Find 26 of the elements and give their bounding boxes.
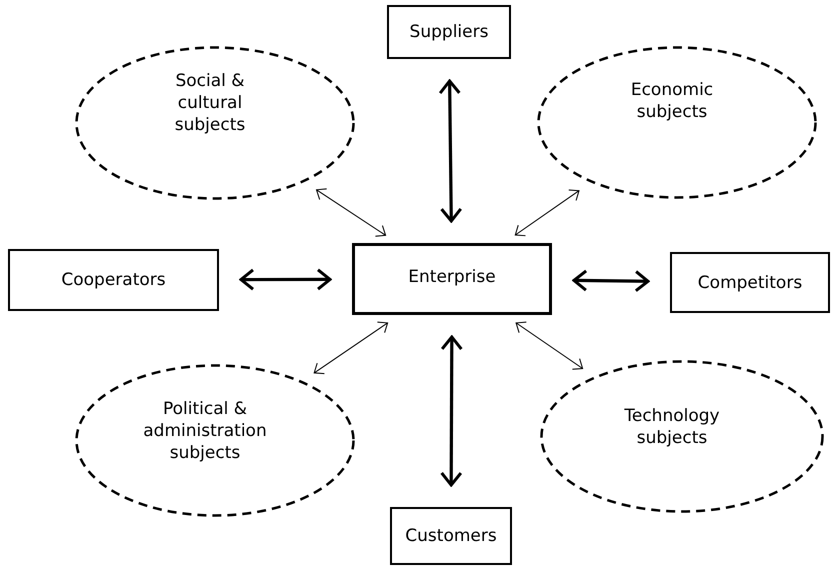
double-arrow xyxy=(440,336,463,486)
node-label: Suppliers xyxy=(408,21,490,43)
central-box xyxy=(352,243,552,315)
double-arrow xyxy=(438,80,462,222)
entity-box xyxy=(8,249,219,311)
node-label: Political & administration subjects xyxy=(142,398,268,464)
entity-box xyxy=(390,507,512,565)
node-label: Social & cultural subjects xyxy=(174,70,246,136)
node-label: Economic subjects xyxy=(630,78,714,122)
dashed-ellipse xyxy=(75,364,355,517)
dashed-ellipse xyxy=(537,46,817,199)
double-arrow xyxy=(514,190,580,236)
dashed-ellipse xyxy=(75,46,355,200)
entity-box xyxy=(670,252,830,313)
node-label: Customers xyxy=(404,525,498,547)
double-arrow xyxy=(314,322,388,374)
node-label: Enterprise xyxy=(407,266,497,288)
double-arrow xyxy=(316,188,386,237)
node-label: Technology subjects xyxy=(623,404,721,448)
node-label: Cooperators xyxy=(60,269,167,291)
dashed-ellipse xyxy=(540,360,824,513)
node-label: Competitors xyxy=(696,272,804,294)
double-arrow xyxy=(240,268,332,291)
double-arrow xyxy=(516,322,584,370)
entity-box xyxy=(387,5,511,59)
double-arrow xyxy=(572,269,650,292)
